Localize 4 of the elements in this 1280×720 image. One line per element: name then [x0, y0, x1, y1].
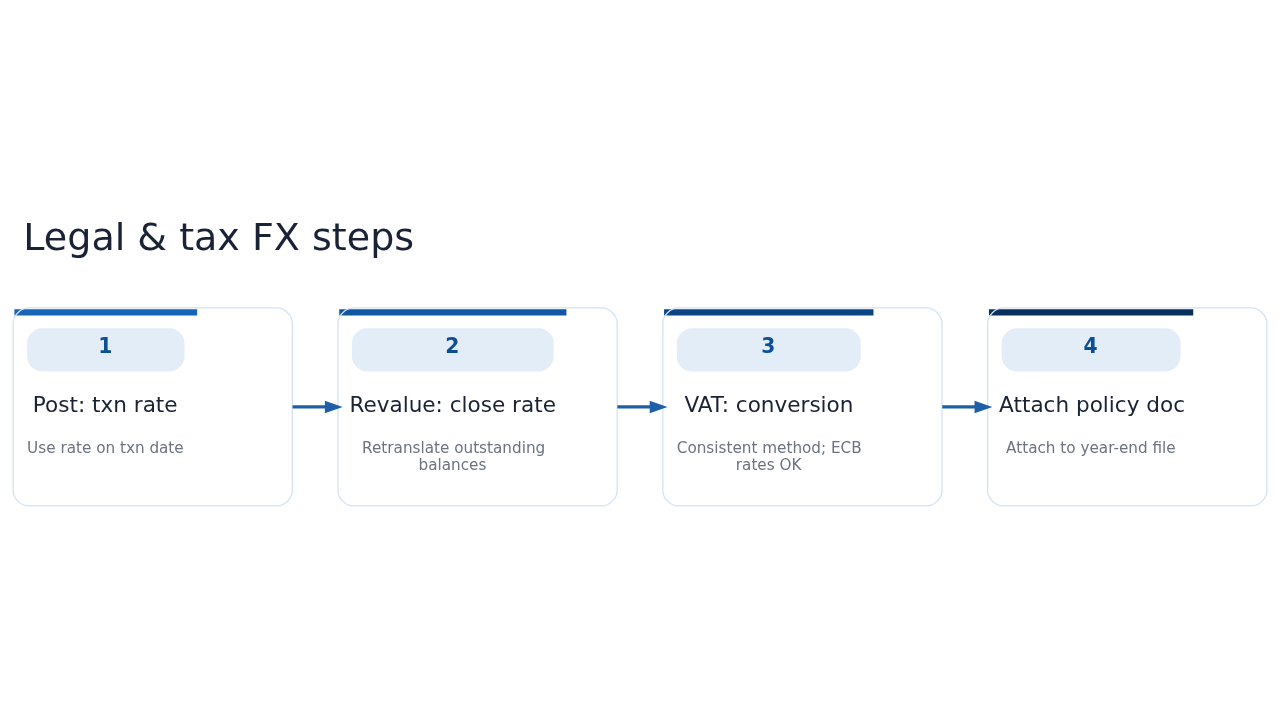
diagram-title: Legal & tax FX steps [23, 214, 415, 259]
arrow [292, 400, 343, 414]
arrow [942, 400, 993, 414]
arrow [617, 400, 668, 414]
